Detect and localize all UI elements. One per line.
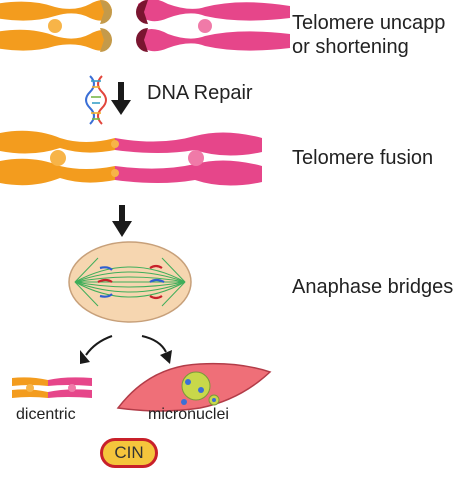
dna-helix-icon (85, 75, 107, 125)
telomere-cap-dark-icon (136, 0, 148, 24)
label-dicentric: dicentric (16, 406, 76, 423)
pink-chromatid-bottom (115, 160, 262, 186)
orange-chromatid-top (0, 0, 112, 21)
label-micronuclei: micronuclei (148, 406, 229, 423)
anaphase-cell (68, 241, 192, 323)
cin-label: CIN (114, 443, 144, 462)
label-uncapping-line2: or shortening (292, 36, 409, 58)
orange-centromere (50, 150, 66, 166)
uncapped-chromosome-pair (0, 0, 290, 52)
telomere-cap-dark-icon (136, 28, 148, 52)
orange-chromatid-bottom (0, 29, 112, 51)
label-dna-repair: DNA Repair (147, 82, 253, 104)
pink-chromatid-top (115, 132, 262, 156)
pink-chromatid-top (138, 0, 290, 22)
down-arrow-icon (111, 82, 131, 115)
telomere-cap-tan-icon (100, 28, 112, 52)
micronuclei-cell (116, 362, 272, 412)
pink-centromere (188, 150, 204, 166)
pink-chromatid-bottom (138, 29, 290, 52)
orange-chromatid-top (0, 130, 115, 154)
pink-centromere (198, 19, 212, 33)
separating-chromosomes (97, 264, 165, 300)
label-uncapping-line1: Telomere uncapp (292, 12, 446, 34)
fused-chromosome (0, 130, 262, 186)
curved-arrow-icon (80, 335, 113, 364)
spindle-fibers (74, 257, 186, 307)
cin-badge: CIN (100, 438, 158, 468)
fusion-point (111, 140, 119, 148)
label-telomere-fusion: Telomere fusion (292, 147, 434, 169)
curved-arrow-icon (141, 335, 172, 364)
label-anaphase-bridges: Anaphase bridges (292, 276, 454, 298)
orange-centromere (48, 19, 62, 33)
telomere-cap-tan-icon (100, 0, 112, 24)
dicentric-chromosome (12, 377, 92, 398)
fusion-point (111, 169, 119, 177)
orange-chromatid-bottom (0, 158, 115, 186)
down-arrow-icon (112, 205, 132, 237)
